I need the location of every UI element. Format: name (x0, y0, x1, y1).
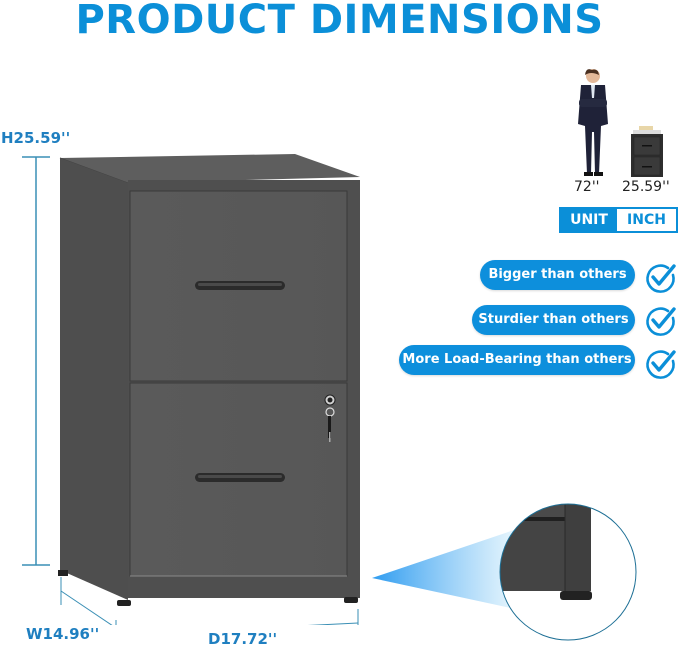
unit-value: INCH (617, 209, 676, 231)
depth-dimension-label: D17.72'' (208, 630, 278, 648)
feature-pill-sturdier: Sturdier than others (472, 305, 635, 335)
unit-label: UNIT (561, 209, 617, 231)
base-dimension-lines (60, 577, 359, 625)
cabinet-height-label: 25.59'' (622, 179, 670, 195)
check-circle-icon (646, 264, 676, 293)
unit-indicator: UNIT INCH (559, 207, 678, 233)
foot-detail-magnifier (372, 503, 637, 641)
feature-pill-bigger: Bigger than others (480, 260, 635, 290)
height-dimension-label: H25.59'' (1, 129, 71, 147)
width-dimension-label: W14.96'' (26, 625, 100, 643)
height-dimension-line (22, 156, 50, 566)
filing-cabinet-image (58, 154, 360, 606)
check-circle-icon (646, 307, 676, 336)
feature-pill-load-bearing: More Load-Bearing than others (399, 345, 635, 375)
cabinet-thumbnail-image (631, 126, 663, 177)
page-title: PRODUCT DIMENSIONS (75, 0, 604, 43)
person-figure-image (578, 69, 608, 176)
person-height-label: 72'' (574, 179, 600, 195)
check-circle-icon (646, 350, 676, 379)
